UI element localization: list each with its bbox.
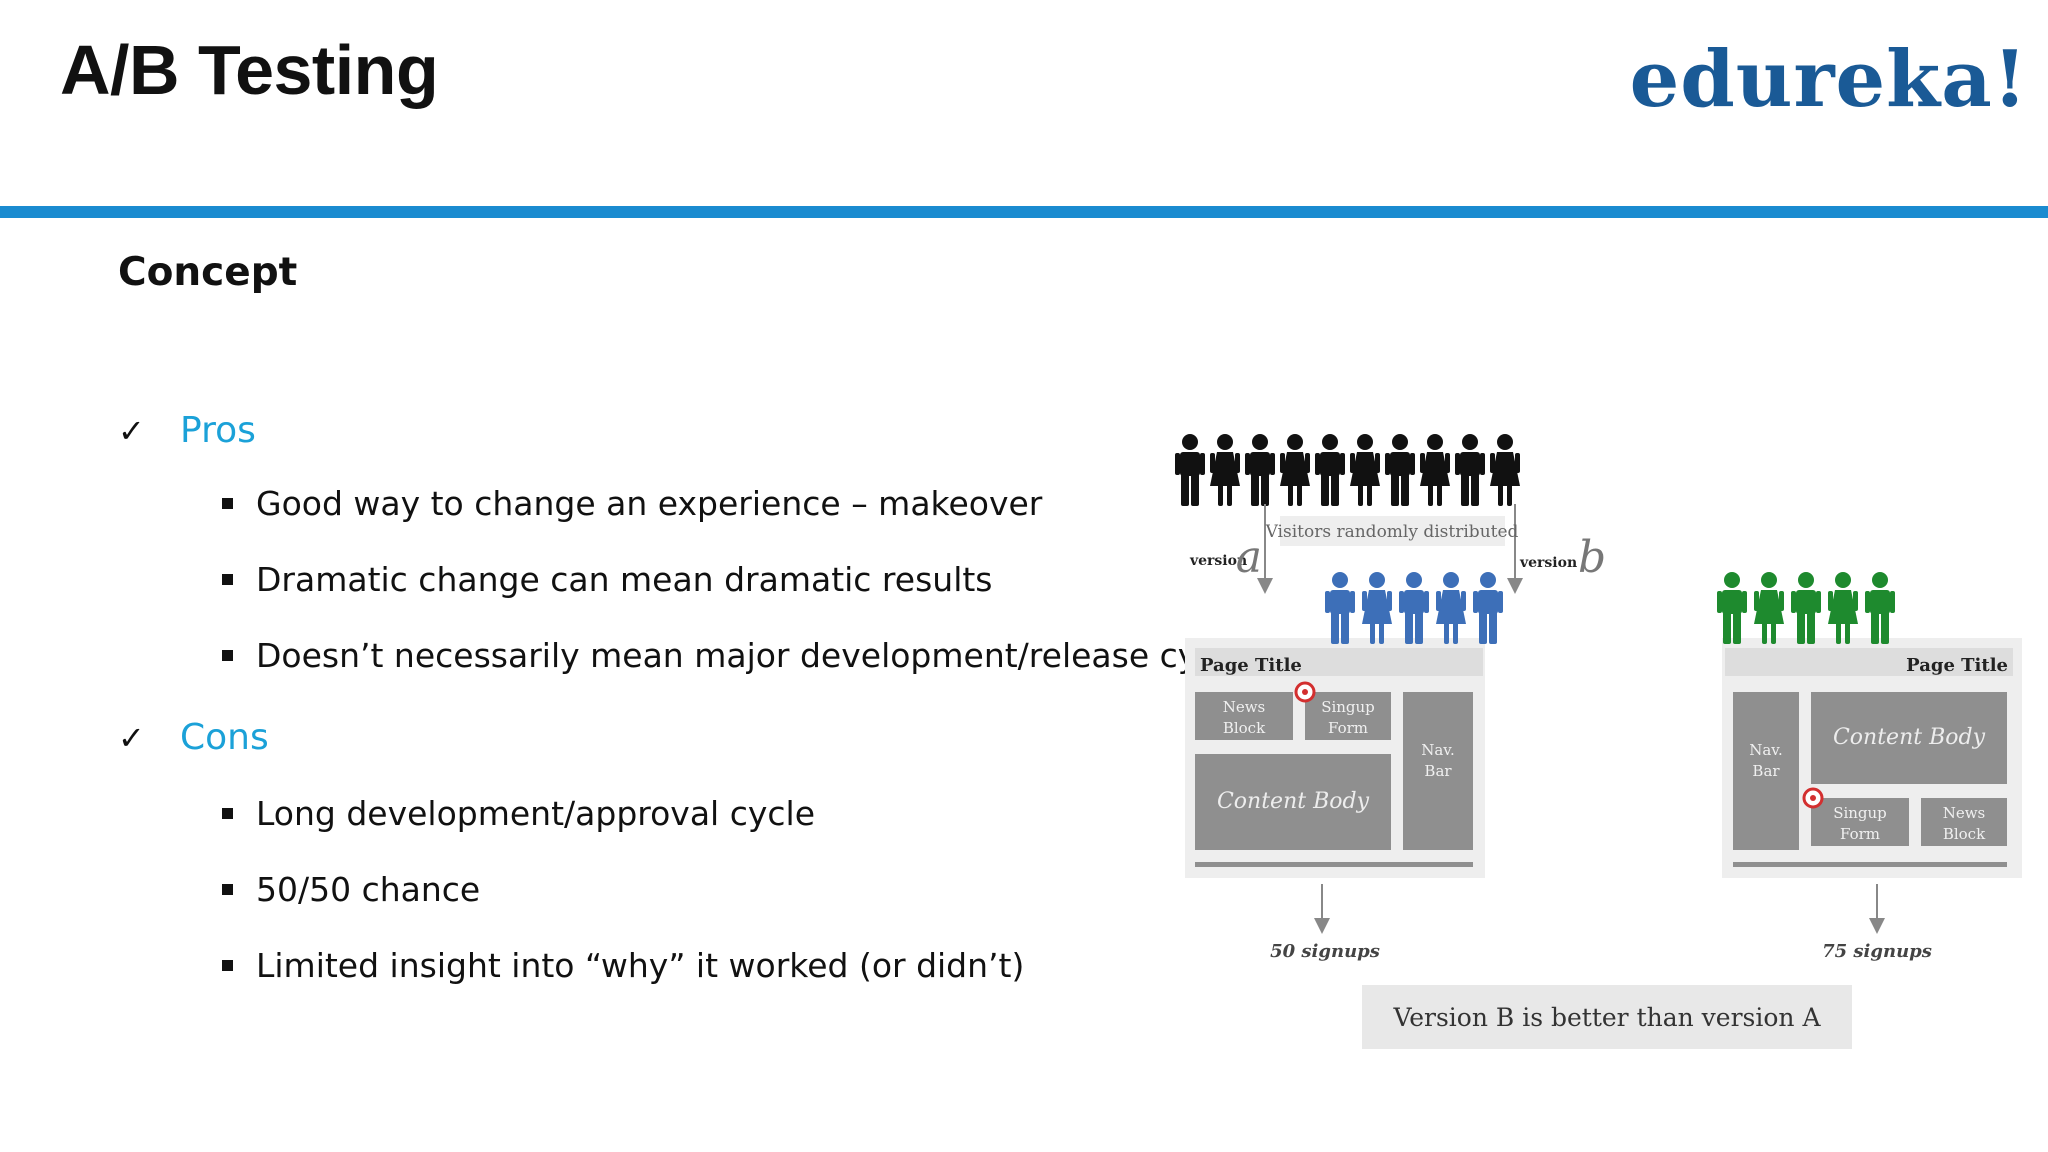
list-item: Good way to change an experience – makeo… xyxy=(222,484,1042,523)
visitors-label-box xyxy=(1280,516,1505,546)
checkmark-icon: ✓ xyxy=(118,718,145,757)
version-a-letter: a xyxy=(1236,532,1262,583)
group-a-visitors xyxy=(1325,572,1503,644)
header-divider xyxy=(0,206,2048,218)
list-item: Limited insight into “why” it worked (or… xyxy=(222,946,1024,985)
list-item-text: Dramatic change can mean dramatic result… xyxy=(256,560,993,599)
slide-title: A/B Testing xyxy=(60,31,439,109)
bullet-square-icon xyxy=(222,650,233,661)
result-a: 50 signups xyxy=(1270,941,1380,962)
bullet-square-icon xyxy=(222,498,233,509)
result-b: 75 signups xyxy=(1822,941,1932,962)
conclusion-text: Version B is better than version A xyxy=(1392,1003,1821,1032)
pros-label: Pros xyxy=(180,410,256,451)
list-item-text: 50/50 chance xyxy=(256,870,481,909)
list-item-text: Doesn’t necessarily mean major developme… xyxy=(256,636,1245,675)
ab-test-diagram: Visitors randomly distributed version a … xyxy=(1175,434,2022,1049)
version-a-word: version xyxy=(1189,553,1247,569)
group-b-visitors xyxy=(1717,572,1895,644)
cons-label: Cons xyxy=(180,717,269,758)
version-b-letter: b xyxy=(1578,532,1606,583)
page-a-content-body: Content Body xyxy=(1217,789,1370,814)
list-item: Doesn’t necessarily mean major developme… xyxy=(222,636,1245,675)
visitors-label: Visitors randomly distributed xyxy=(1265,522,1519,542)
list-item: Long development/approval cycle xyxy=(222,794,815,833)
page-b-content-body: Content Body xyxy=(1833,725,1986,750)
pros-section-header: ✓ Pros xyxy=(118,410,256,451)
checkmark-icon: ✓ xyxy=(118,411,145,450)
visitors-crowd xyxy=(1175,434,1520,506)
list-item-text: Limited insight into “why” it worked (or… xyxy=(256,946,1025,985)
cons-section-header: ✓ Cons xyxy=(118,717,269,758)
list-item-text: Long development/approval cycle xyxy=(256,794,816,833)
bullet-square-icon xyxy=(222,808,233,819)
page-b-nav-bar: Nav.Bar xyxy=(1749,741,1783,780)
page-a-title: Page Title xyxy=(1200,655,1302,676)
list-item-text: Good way to change an experience – makeo… xyxy=(256,484,1043,523)
page-b-title: Page Title xyxy=(1906,655,2008,676)
bullet-square-icon xyxy=(222,884,233,895)
list-item: Dramatic change can mean dramatic result… xyxy=(222,560,993,599)
list-item: 50/50 chance xyxy=(222,870,480,909)
section-heading: Concept xyxy=(118,250,298,295)
version-b-word: version xyxy=(1519,555,1577,571)
bullet-square-icon xyxy=(222,574,233,585)
bullet-square-icon xyxy=(222,960,233,971)
conclusion-box xyxy=(1362,985,1852,1049)
page-a-nav-bar: Nav.Bar xyxy=(1421,741,1455,780)
edureka-logo: edureka! xyxy=(1629,34,2028,125)
